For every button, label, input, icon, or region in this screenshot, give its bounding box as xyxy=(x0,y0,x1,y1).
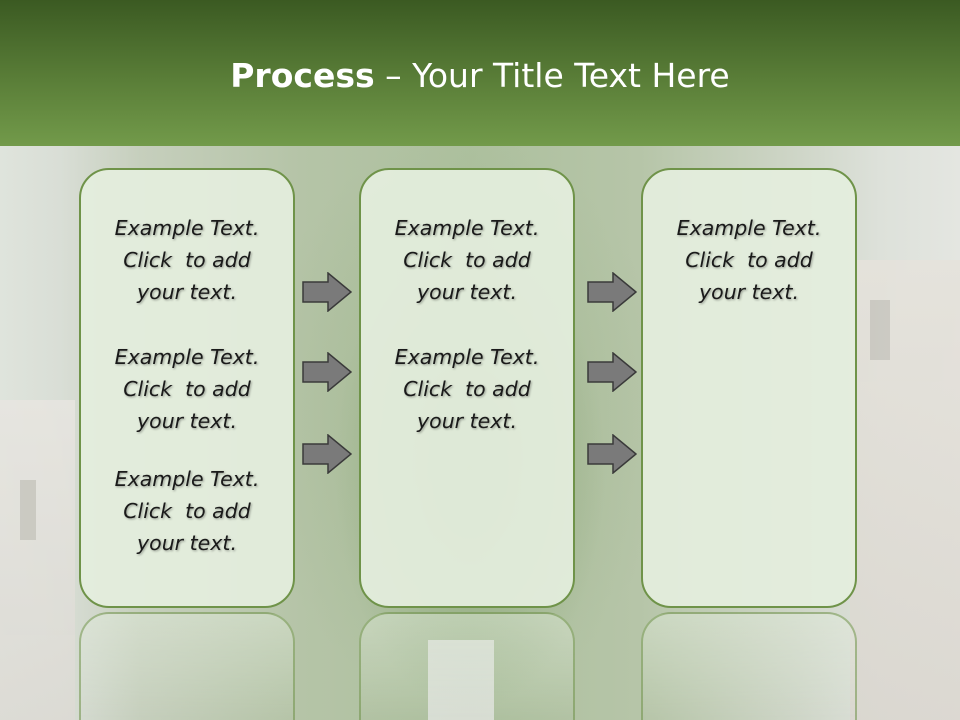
title-bold: Process xyxy=(230,56,375,95)
right-arrow-icon[interactable] xyxy=(587,272,637,312)
right-arrow-icon[interactable] xyxy=(587,352,637,392)
background-window xyxy=(428,640,494,720)
box-1-text-2[interactable]: Example Text. Click to add your text. xyxy=(114,345,260,433)
box-3-text-1[interactable]: Example Text. Click to add your text. xyxy=(676,216,822,304)
title-rest: – Your Title Text Here xyxy=(374,56,730,95)
process-box-3[interactable]: Example Text. Click to add your text. xyxy=(641,168,857,608)
right-arrow-icon[interactable] xyxy=(587,434,637,474)
background-building-left xyxy=(0,400,75,720)
process-box-1[interactable]: Example Text. Click to add your text. Ex… xyxy=(79,168,295,608)
box-2-text-2[interactable]: Example Text. Click to add your text. xyxy=(394,345,540,433)
slide-title[interactable]: Process – Your Title Text Here xyxy=(0,56,960,96)
right-arrow-icon[interactable] xyxy=(302,434,352,474)
box-3-reflection xyxy=(641,612,857,720)
right-arrow-icon[interactable] xyxy=(302,352,352,392)
background-building-right xyxy=(850,260,960,720)
box-2-reflection xyxy=(359,612,575,720)
box-1-text-1[interactable]: Example Text. Click to add your text. xyxy=(114,216,260,304)
box-2-text-1[interactable]: Example Text. Click to add your text. xyxy=(394,216,540,304)
right-arrow-icon[interactable] xyxy=(302,272,352,312)
box-1-text-3[interactable]: Example Text. Click to add your text. xyxy=(114,467,260,555)
process-box-2[interactable]: Example Text. Click to add your text. Ex… xyxy=(359,168,575,608)
box-1-reflection xyxy=(79,612,295,720)
title-banner: Process – Your Title Text Here xyxy=(0,0,960,146)
